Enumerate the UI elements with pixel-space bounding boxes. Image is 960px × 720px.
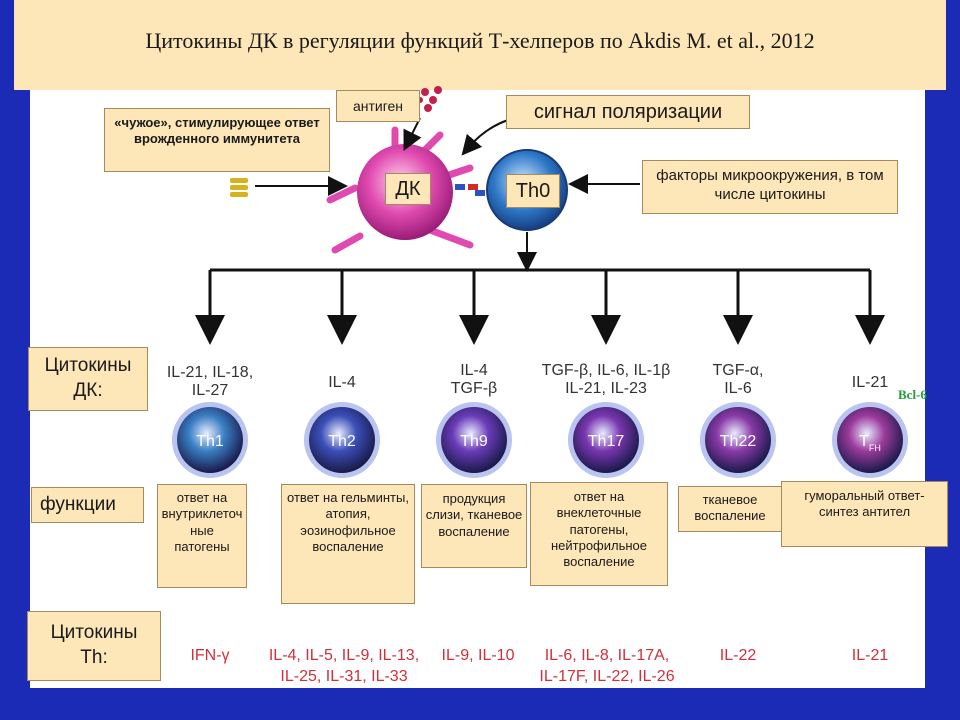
cell-body	[705, 407, 771, 473]
th-cell-group: Th1 Th2 Th9 Th17 Th22 TFH	[172, 402, 908, 478]
th-cytokine-line: IL-9, IL-10	[441, 647, 515, 664]
function-text: ответ на внутриклеточ ные патогены	[161, 490, 243, 554]
function-th22: тканевое воспаление	[678, 486, 782, 532]
functions-row-text: функции	[40, 494, 116, 515]
polarization-signal-label: сигнал поляризации	[533, 101, 723, 123]
function-text: ответ на внеклеточные патогены, нейтрофи…	[550, 489, 648, 569]
th-cytokines-row-text: Цитокины Th:	[50, 622, 138, 668]
cell-body	[177, 407, 243, 473]
th-cytokines-row-label: Цитокины Th:	[27, 611, 161, 681]
foreign-stimulus-text: «чужое», стимулирующее ответ врожденного…	[114, 115, 320, 147]
cell-body	[441, 407, 507, 473]
dc-cytokine-line: IL-21, IL-18,	[166, 364, 254, 381]
th-cytokine-line: IL-4, IL-5, IL-9, IL-13,	[268, 647, 420, 664]
dc-cytokines-th2: IL-4	[292, 374, 392, 392]
microenvironment-label: факторы микроокружения, в том числе цито…	[656, 167, 884, 203]
th-cell-tfh: TFH	[832, 402, 908, 478]
function-text: ответ на гельминты, атопия, эозинофильно…	[287, 490, 409, 554]
function-th17: ответ на внеклеточные патогены, нейтрофи…	[530, 482, 668, 586]
antigen-label: антиген	[352, 98, 404, 114]
cell-name-label: Th1	[196, 433, 224, 450]
dc-cytokine-line: IL-21	[851, 374, 889, 391]
dc-cytokine-line: IL-4	[460, 362, 488, 379]
cell-body	[573, 407, 639, 473]
dc-cytokine-line: IL-6	[724, 380, 752, 398]
dc-cytokine-line: TGF-α,	[712, 362, 764, 379]
function-th9: продукция слизи, тканевое воспаление	[421, 484, 527, 568]
function-tfh: гуморальный ответ-синтез антител	[781, 481, 948, 547]
functions-row-label: функции	[31, 487, 144, 523]
th-cytokines-th9: IL-9, IL-10	[428, 646, 528, 667]
dc-cytokines-th1: IL-21, IL-18, IL-27	[150, 364, 270, 401]
th-cytokines-th17: IL-6, IL-8, IL-17A, IL-17F, IL-22, IL-26	[528, 646, 686, 688]
th0-label-box: Th0	[506, 174, 560, 208]
cell-name-label: Th17	[588, 433, 625, 450]
dc-cytokines-tfh: IL-21	[822, 374, 918, 392]
th-cytokines-th1: IFN-γ	[170, 646, 250, 667]
th-cytokine-line: IL-17F, IL-22, IL-26	[539, 667, 675, 685]
antigen-particles	[417, 86, 442, 112]
dc-cytokines-row-text: Цитокины ДК:	[44, 355, 132, 401]
function-text: продукция слизи, тканевое воспаление	[425, 491, 523, 539]
th0-label: Th0	[515, 180, 551, 202]
cell-name-subscript: FH	[869, 443, 881, 453]
th-cytokine-line: IL-6, IL-8, IL-17A,	[544, 647, 670, 664]
th-cell-th2: Th2	[304, 402, 380, 478]
pamp-coil-icon	[230, 178, 248, 197]
th-cytokine-line: IL-25, IL-31, IL-33	[280, 667, 408, 685]
th-cytokine-line: IL-22	[719, 647, 757, 664]
th-cell-th17: Th17	[568, 402, 644, 478]
antigen-label-box: антиген	[336, 90, 420, 122]
dc-label: ДК	[395, 178, 421, 200]
th-cytokine-line: IFN-γ	[190, 647, 230, 664]
th-cytokines-th22: IL-22	[698, 646, 778, 667]
function-text: тканевое воспаление	[694, 492, 766, 524]
function-text: гуморальный ответ-синтез антител	[804, 488, 925, 520]
cell-name-label: Th2	[328, 433, 356, 450]
bcl6-label: Bcl-6	[898, 387, 927, 402]
cell-body	[309, 407, 375, 473]
microenvironment-box: факторы микроокружения, в том числе цито…	[642, 160, 898, 214]
dc-cytokines-th17: TGF-β, IL-6, IL-1β IL-21, IL-23	[528, 362, 684, 399]
dc-cytokines-th22: TGF-α, IL-6	[690, 362, 786, 399]
th-cytokines-tfh: IL-21	[830, 646, 910, 667]
th-cell-th9: Th9	[436, 402, 512, 478]
th-cytokines-th2: IL-4, IL-5, IL-9, IL-13, IL-25, IL-31, I…	[258, 646, 430, 688]
dc-cytokine-line: TGF-β	[450, 380, 498, 398]
title-banner: Цитокины ДК в регуляции функций Т-хелпер…	[14, 0, 946, 90]
dc-label-box: ДК	[385, 173, 431, 205]
function-th2: ответ на гельминты, атопия, эозинофильно…	[281, 484, 415, 604]
dc-cytokines-th9: IL-4 TGF-β	[424, 362, 524, 399]
branch-arrows	[195, 268, 885, 345]
dc-cytokine-line: IL-27	[191, 382, 229, 400]
cell-body	[837, 407, 903, 473]
dc-cytokine-line: IL-4	[328, 374, 356, 391]
synapse-icon	[455, 184, 485, 196]
dc-cytokines-row-label: Цитокины ДК:	[28, 347, 148, 411]
dc-cytokine-line: IL-21, IL-23	[565, 380, 647, 398]
polarization-signal-box: сигнал поляризации	[506, 95, 750, 129]
th-cell-th22: Th22	[700, 402, 776, 478]
th-cytokine-line: IL-21	[851, 647, 889, 664]
foreign-stimulus-note: «чужое», стимулирующее ответ врожденного…	[104, 108, 330, 172]
dc-cytokine-line: TGF-β, IL-6, IL-1β	[541, 362, 671, 379]
page-title: Цитокины ДК в регуляции функций Т-хелпер…	[145, 28, 815, 53]
function-th1: ответ на внутриклеточ ные патогены	[157, 484, 247, 588]
cell-name-label: Th22	[720, 433, 757, 450]
cell-name-label: Th9	[460, 433, 488, 450]
th-cell-th1: Th1	[172, 402, 248, 478]
top-arrows	[255, 117, 640, 272]
